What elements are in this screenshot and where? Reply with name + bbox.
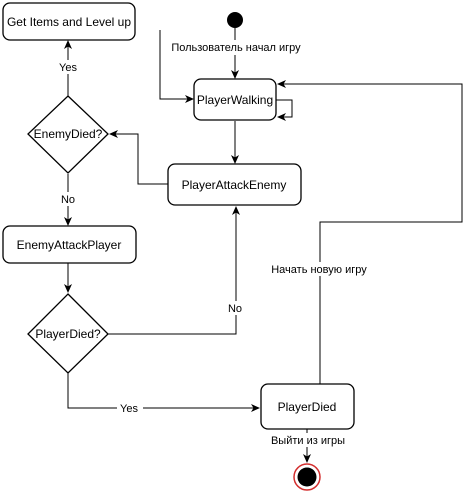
node-enemy-attack-player-label: EnemyAttackPlayer [17, 238, 122, 252]
node-player-died-q-label: PlayerDied? [35, 327, 101, 341]
node-player-attack-enemy: PlayerAttackEnemy [167, 163, 302, 206]
edge-labels: Пользователь начал игру Yes No No Yes На… [56, 40, 372, 447]
label-no-player: No [228, 303, 242, 315]
node-enemy-died: EnemyDied? [27, 95, 109, 174]
edge-new-game [277, 80, 463, 384]
edge-attack-to-enemydied [109, 130, 168, 185]
node-get-items: Get Items and Level up [2, 2, 136, 41]
node-player-died-label: PlayerDied [278, 400, 337, 414]
node-player-died: PlayerDied [260, 383, 355, 430]
node-player-died-q: PlayerDied? [27, 293, 109, 374]
node-player-walking-label: PlayerWalking [197, 93, 273, 107]
start-node [227, 12, 243, 28]
label-no-enemy: No [61, 194, 75, 206]
label-exit-game: Выйти из игры [271, 435, 345, 447]
node-enemy-attack-player: EnemyAttackPlayer [2, 225, 137, 264]
edge-playerdiedq-yes [67, 373, 260, 412]
edge-items-to-walking [159, 30, 194, 103]
edge-playerdiedq-no [108, 206, 240, 335]
label-yes-bottom: Yes [120, 403, 138, 415]
edge-walking-self-loop [275, 99, 293, 121]
end-node [293, 463, 321, 491]
label-new-game: Начать новую игру [271, 264, 367, 276]
node-enemy-died-label: EnemyDied? [34, 127, 103, 141]
label-yes-top: Yes [59, 62, 77, 74]
node-player-attack-enemy-label: PlayerAttackEnemy [182, 178, 287, 192]
node-get-items-label: Get Items and Level up [7, 15, 131, 29]
label-start: Пользователь начал игру [171, 42, 301, 54]
node-player-walking: PlayerWalking [193, 78, 277, 121]
